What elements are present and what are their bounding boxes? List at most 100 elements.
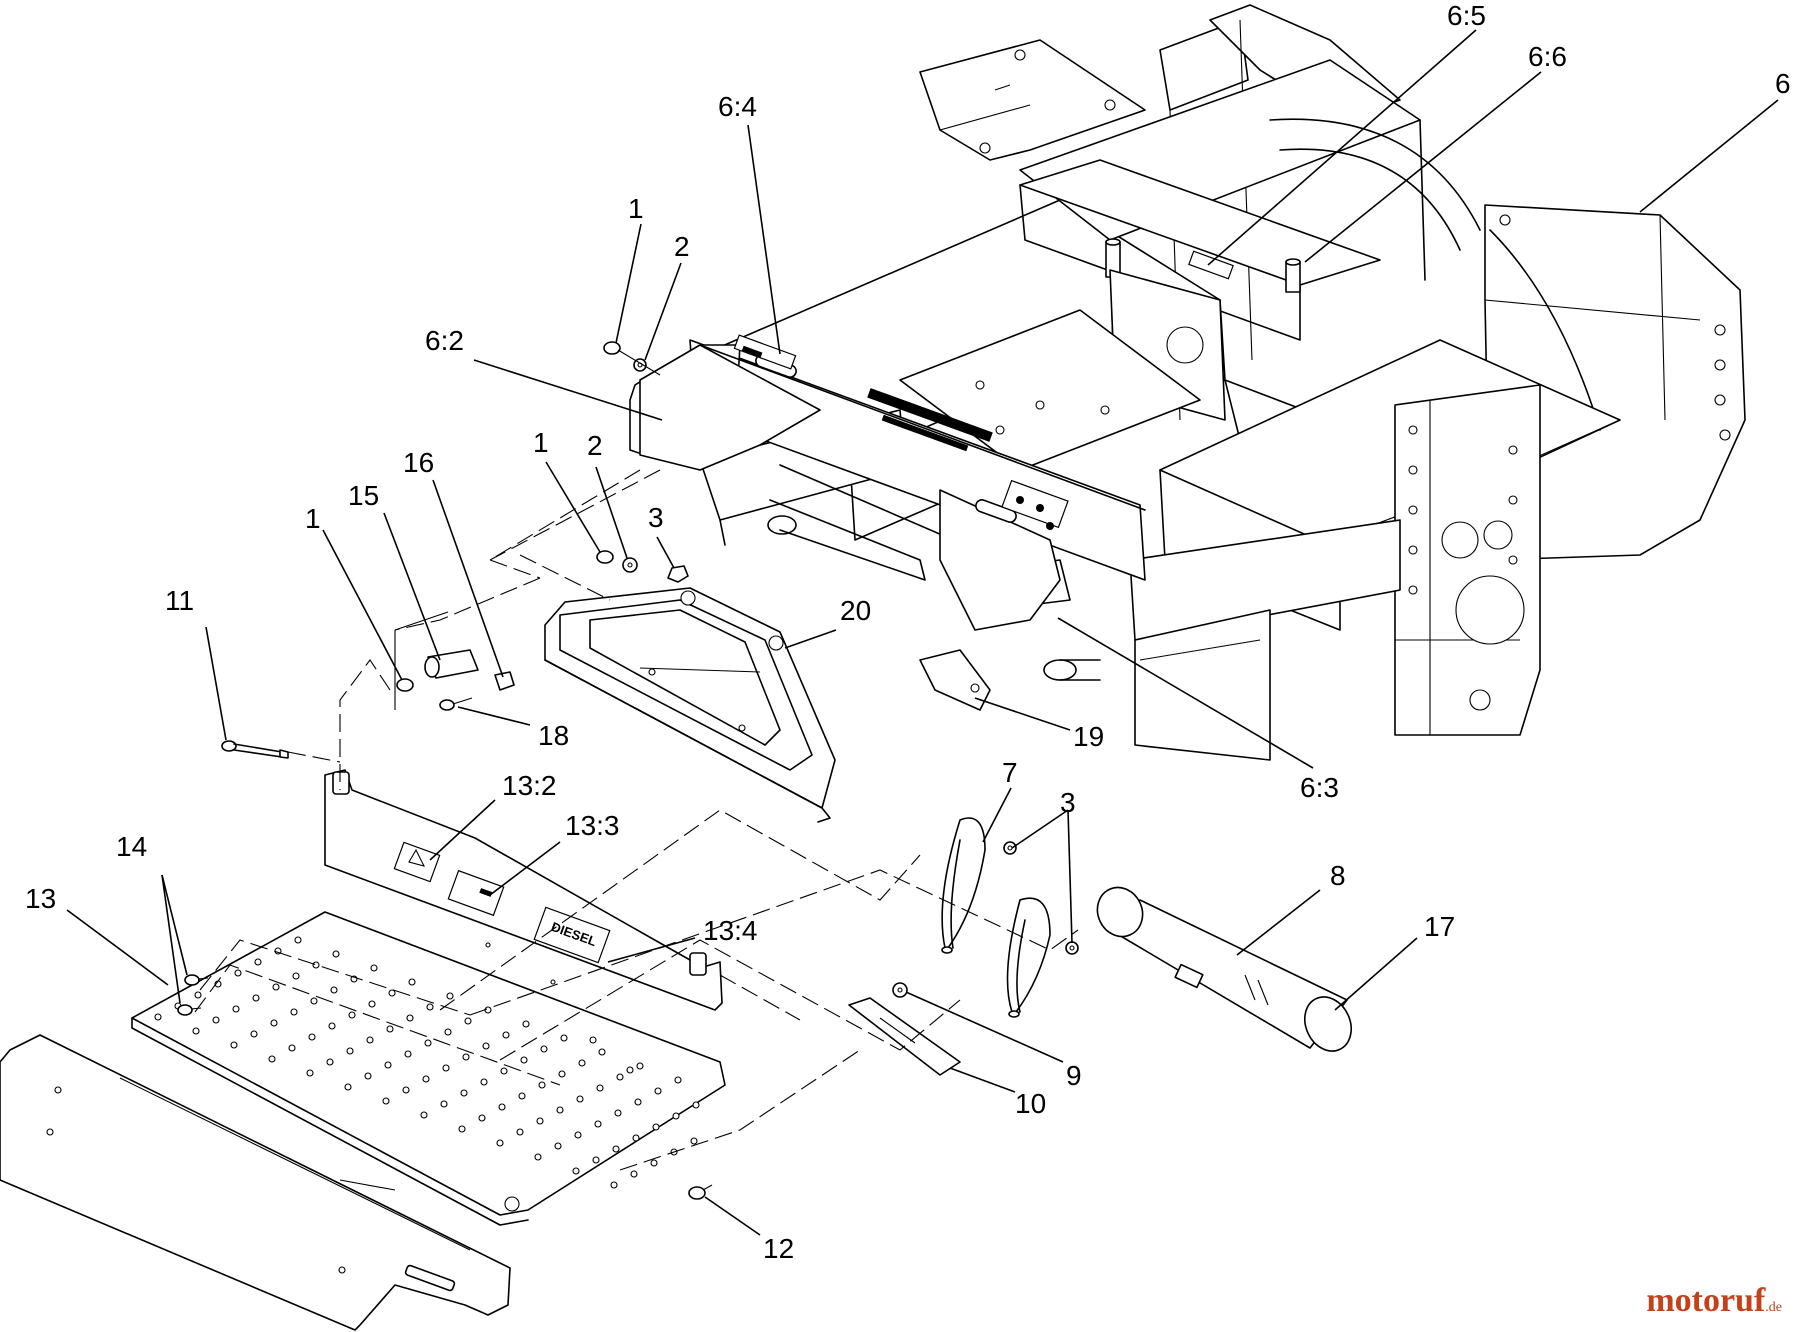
watermark-logo: motoruf.de (1646, 1282, 1782, 1320)
perforation-hole (294, 936, 302, 944)
callout-6-2: 6:2 (425, 325, 464, 356)
callout-1-middle: 1 (533, 427, 549, 458)
perforation-hole (576, 1095, 584, 1103)
assembly-lines (194, 469, 1079, 1171)
perforation-holes (154, 936, 700, 1189)
perforation-hole (364, 1072, 372, 1080)
perforation-hole (420, 1111, 428, 1119)
main-frame (689, 4, 1746, 761)
perforation-hole (344, 1083, 352, 1091)
tube-with-sleeve (1096, 886, 1352, 1052)
callout-13-4: 13:4 (703, 915, 758, 946)
perforation-hole (194, 991, 202, 999)
access-cover (544, 587, 836, 823)
perforation-hole (630, 1170, 638, 1178)
control-panel (629, 334, 1146, 711)
lower-fasteners (177, 974, 713, 1200)
perforation-hole (578, 1059, 586, 1067)
callout-9: 9 (1066, 1060, 1082, 1091)
kick-plate (0, 1034, 511, 1331)
perforation-hole (388, 989, 396, 997)
perforation-hole (406, 1014, 414, 1022)
hinge-assembly (394, 611, 515, 710)
leader-lines (66, 29, 1779, 1236)
perforation-hole (632, 1134, 640, 1142)
perforation-hole (464, 1017, 472, 1025)
perforation-hole (634, 1098, 642, 1106)
perforation-hole (382, 1097, 390, 1105)
perforation-hole (330, 986, 338, 994)
perforation-hole (540, 1045, 548, 1053)
perforation-hole (596, 1084, 604, 1092)
perforation-hole (230, 1041, 238, 1049)
callout-14: 14 (116, 831, 147, 862)
perforation-hole (556, 1106, 564, 1114)
callout-12: 12 (763, 1233, 794, 1264)
perforation-hole (462, 1053, 470, 1061)
perforation-hole (332, 950, 340, 958)
perforation-hole (478, 1114, 486, 1122)
callout-6-4: 6:4 (718, 91, 757, 122)
perforation-hole (500, 1067, 508, 1075)
callout-3-middle: 3 (648, 502, 664, 533)
perforation-hole (592, 1156, 600, 1164)
callout-8: 8 (1330, 860, 1346, 891)
callout-6-5: 6:5 (1447, 0, 1486, 31)
perforation-hole (612, 1145, 620, 1153)
perforation-hole (502, 1031, 510, 1039)
callout-6-3: 6:3 (1300, 772, 1339, 803)
perforation-hole (598, 1048, 606, 1056)
clevis-pin (221, 740, 289, 759)
perforation-hole (268, 1055, 276, 1063)
perforation-hole (516, 1128, 524, 1136)
perforation-hole (272, 983, 280, 991)
perforation-hole (692, 1101, 700, 1109)
perforation-hole (650, 1159, 658, 1167)
perforation-hole (402, 1086, 410, 1094)
perforation-hole (370, 964, 378, 972)
perforation-hole (536, 1117, 544, 1125)
tube-clamps (941, 817, 1079, 1018)
callout-11: 11 (165, 585, 194, 616)
perforation-hole (306, 1069, 314, 1077)
callout-15: 15 (348, 480, 379, 511)
perforation-hole (310, 997, 318, 1005)
perforation-hole (652, 1123, 660, 1131)
perforation-hole (460, 1089, 468, 1097)
perforation-hole (690, 1137, 698, 1145)
perforation-hole (636, 1062, 644, 1070)
perforation-hole (518, 1092, 526, 1100)
perforation-hole (614, 1109, 622, 1117)
perforation-hole (426, 1003, 434, 1011)
perforation-hole (482, 1042, 490, 1050)
perforation-hole (484, 1006, 492, 1014)
callout-1-upper: 1 (628, 193, 644, 224)
perforation-hole (232, 1005, 240, 1013)
callout-2-middle: 2 (587, 430, 603, 461)
perforation-hole (424, 1039, 432, 1047)
perforation-hole (154, 1013, 162, 1021)
perforation-hole (446, 992, 454, 1000)
callout-10: 10 (1015, 1088, 1046, 1119)
callout-19: 19 (1073, 721, 1104, 752)
callout-18: 18 (538, 720, 569, 751)
perforation-hole (480, 1078, 488, 1086)
callout-13-2: 13:2 (502, 770, 557, 801)
perforation-hole (404, 1050, 412, 1058)
watermark-suffix: .de (1765, 1300, 1782, 1315)
perforation-hole (458, 1125, 466, 1133)
perforation-hole (290, 1008, 298, 1016)
perforation-hole (312, 961, 320, 969)
perforation-hole (594, 1120, 602, 1128)
perforation-hole (534, 1153, 542, 1161)
callout-16: 16 (403, 447, 434, 478)
perforation-hole (348, 1011, 356, 1019)
perforation-hole (366, 1036, 374, 1044)
perforation-hole (442, 1064, 450, 1072)
perforation-hole (292, 972, 300, 980)
perforation-hole (270, 1019, 278, 1027)
perforation-hole (498, 1103, 506, 1111)
perforation-hole (254, 958, 262, 966)
perforation-hole (386, 1025, 394, 1033)
watermark-main: motoruf (1646, 1282, 1766, 1319)
